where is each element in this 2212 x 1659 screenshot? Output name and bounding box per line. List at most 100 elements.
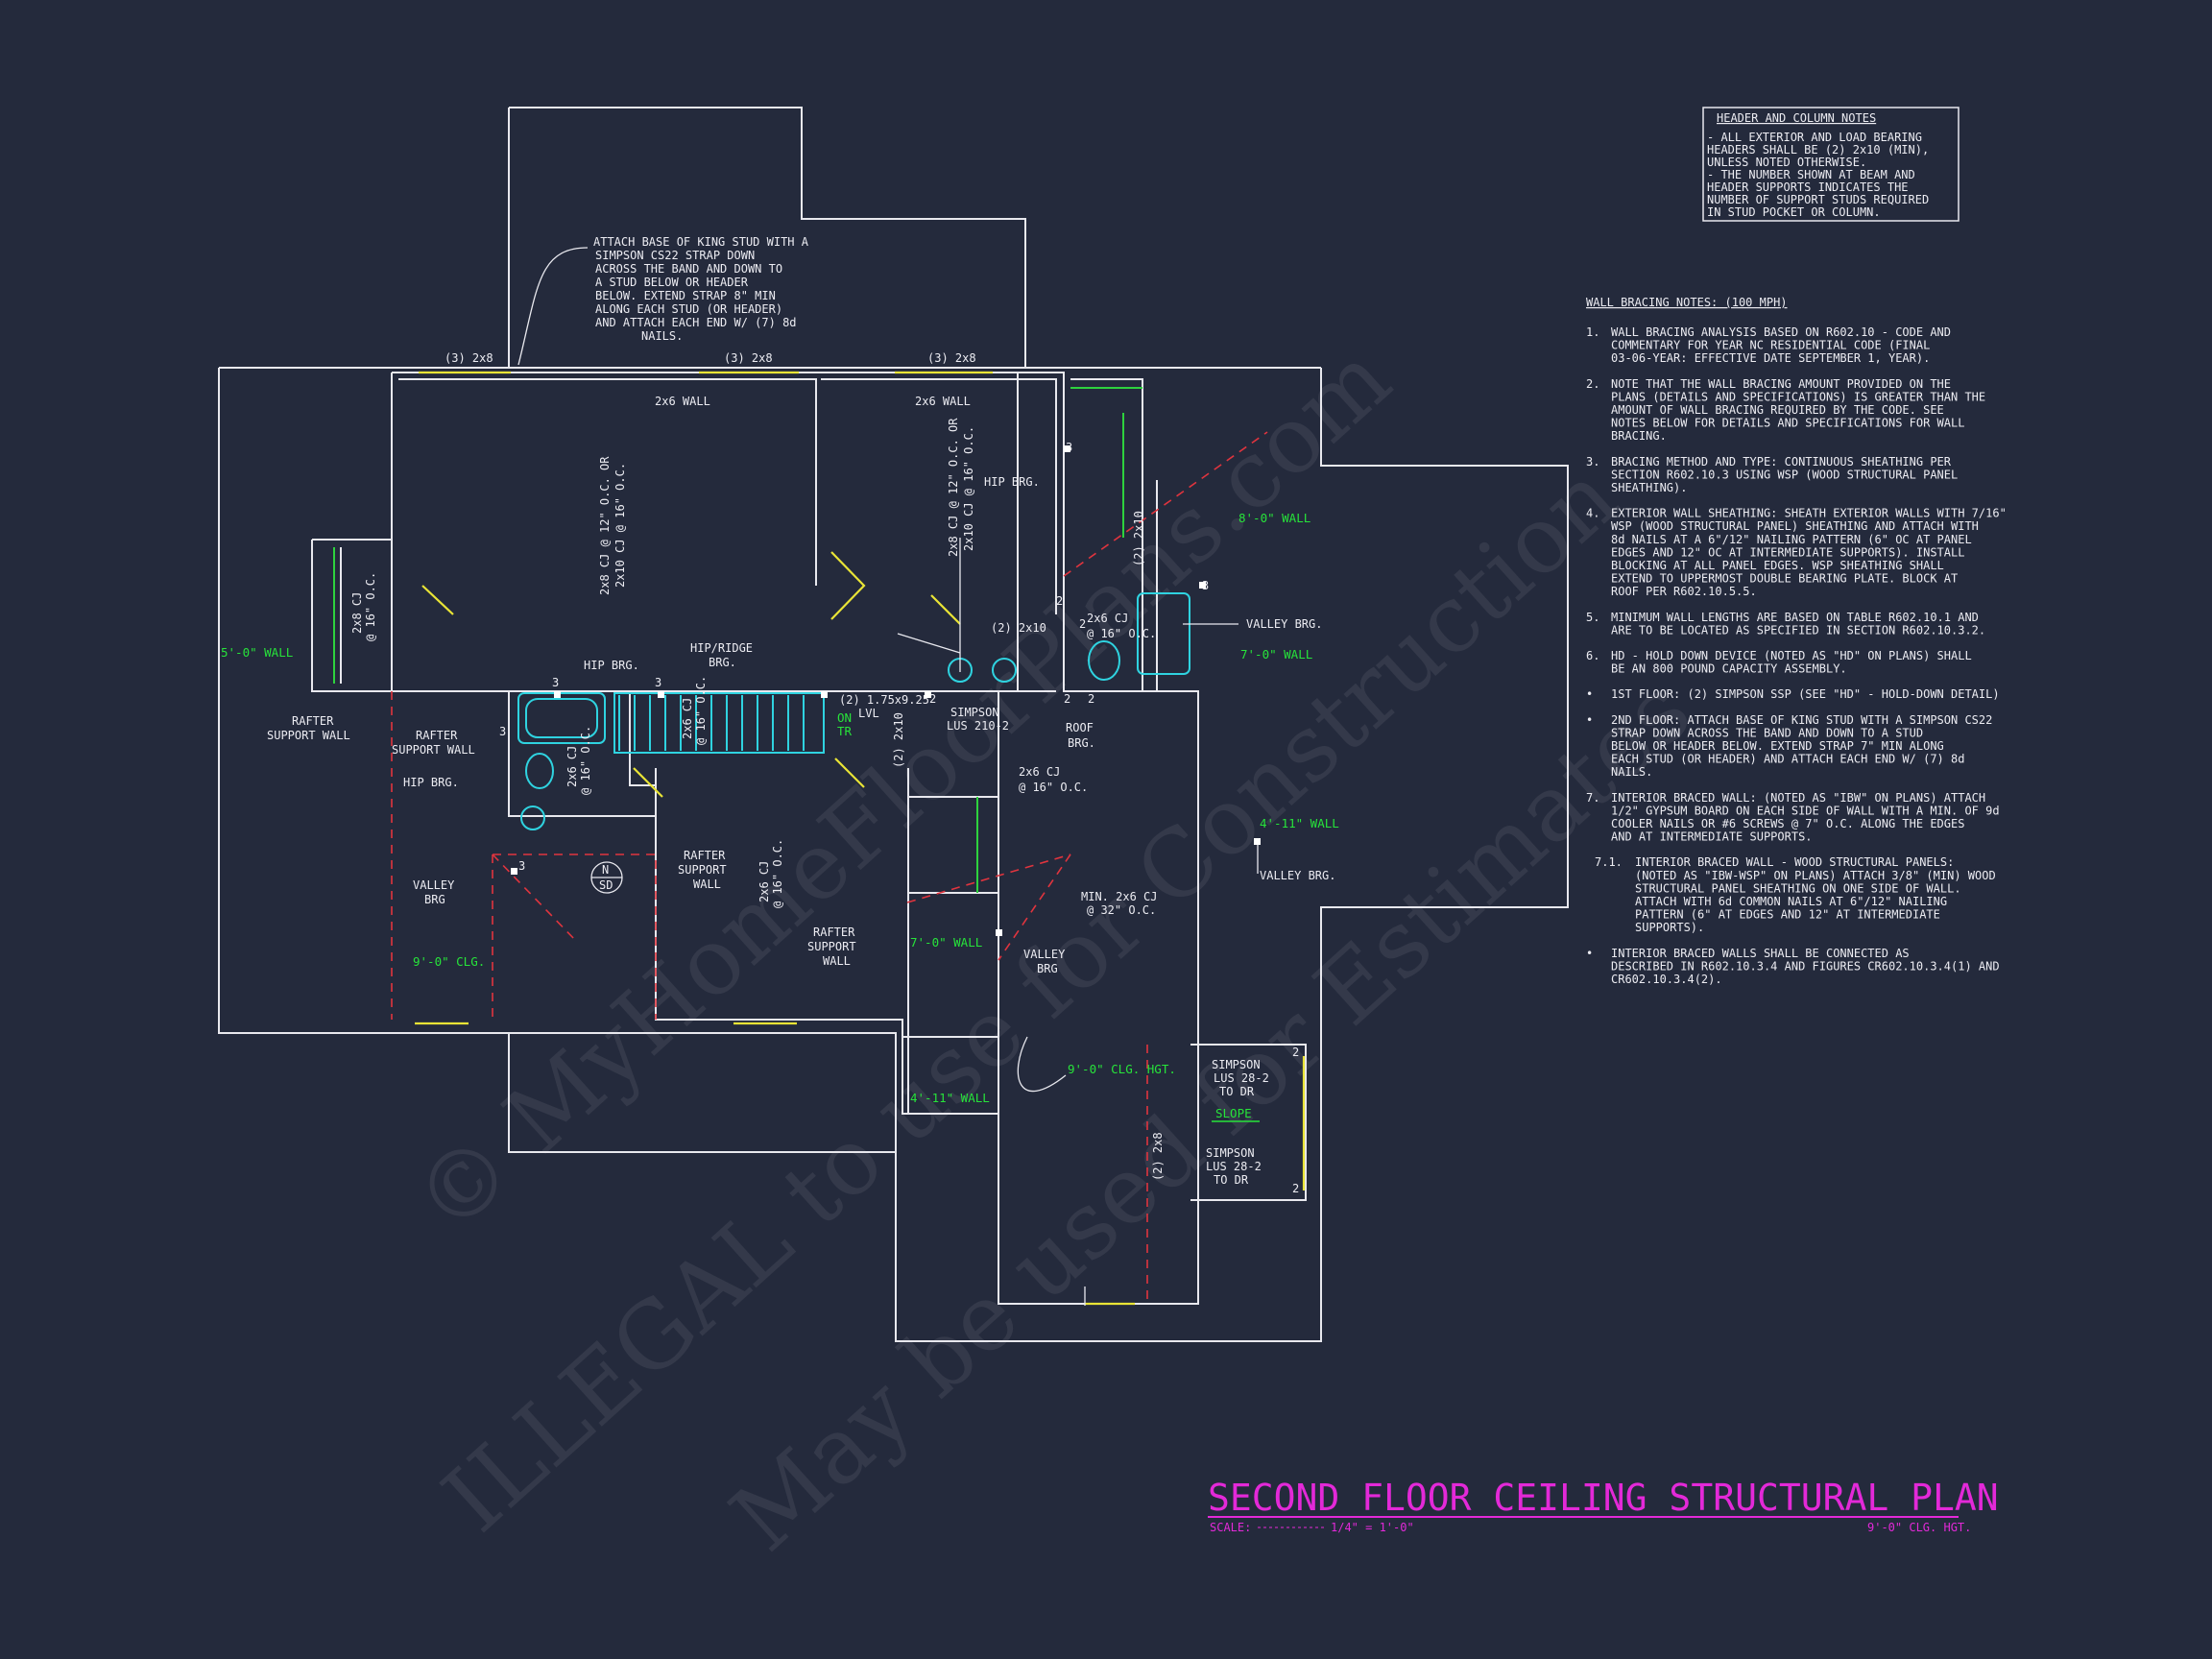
king-stud-note-line-7: AND ATTACH EACH END W/ (7) 8d xyxy=(595,316,797,329)
bracing-note-number: 6. xyxy=(1586,649,1599,662)
stud-count-2f: 2 xyxy=(1056,594,1063,608)
rafter-low-line-2: SUPPORT xyxy=(678,863,727,877)
hip-brg-label-2: HIP BRG. xyxy=(584,659,639,672)
on-label-1: ON xyxy=(837,710,852,725)
bracing-note-line: SHEATHING). xyxy=(1611,481,1687,494)
cj-hall-line-1: 2x6 CJ xyxy=(1019,765,1060,779)
roof-brg-line-2: BRG. xyxy=(1068,736,1095,750)
stud-count-2a: 2 xyxy=(929,692,936,706)
simpson-a-line-3: TO DR xyxy=(1219,1085,1255,1098)
stud-count-2b: 2 xyxy=(1064,692,1070,706)
on-label-2: TR xyxy=(837,724,853,738)
ceiling-height-note: 9'-0" CLG. HGT. xyxy=(1867,1521,1971,1534)
lvl-line-1: (2) 1.75x9.25 xyxy=(839,693,929,707)
bay-right xyxy=(1190,1044,1307,1201)
closet-shelves xyxy=(333,387,1142,893)
header-notes-title: HEADER AND COLUMN NOTES xyxy=(1717,111,1876,125)
rafter-mid-line-2: SUPPORT WALL xyxy=(392,743,475,757)
closet-2-walls xyxy=(1070,378,1143,691)
bracing-note-line: ATTACH WITH 6d COMMON NAILS AT 6"/12" NA… xyxy=(1635,895,1947,908)
king-stud-note-line-4: A STUD BELOW OR HEADER xyxy=(595,276,749,289)
bracing-note-line: WALL BRACING ANALYSIS BASED ON R602.10 -… xyxy=(1611,325,1951,339)
bracing-note-line: BLOCKING AT ALL PANEL EDGES. WSP SHEATHI… xyxy=(1611,559,1944,572)
beam-2x10-vertical-2: (2) 2x10 xyxy=(892,712,905,768)
cj-right-line-1: 2x8 CJ @ 12" O.C. OR xyxy=(947,418,960,557)
scale-value: 1/4" = 1'-0" xyxy=(1331,1521,1414,1534)
rafter-sm-line-3: WALL xyxy=(823,954,851,968)
cj-bath-line-1: 2x6 CJ xyxy=(565,746,579,787)
stud-count-3f: 3 xyxy=(499,725,506,738)
bracing-note-line: CR602.10.3.4(2). xyxy=(1611,973,1722,986)
bracing-note-line: BRACING. xyxy=(1611,429,1667,443)
king-stud-note-line-2: SIMPSON CS22 STRAP DOWN xyxy=(595,249,755,262)
column-marker-5 xyxy=(996,929,1002,936)
clg-height-9: 9'-0" CLG. xyxy=(413,954,485,969)
min-cj-line-2: @ 32" O.C. xyxy=(1087,903,1156,917)
hip-brg-label-1: HIP BRG. xyxy=(984,475,1040,489)
bracing-note-line: EDGES AND 12" OC AT INTERMEDIATE SUPPORT… xyxy=(1611,545,1964,559)
wall-height-8: 8'-0" WALL xyxy=(1238,511,1310,525)
roof-outline-right xyxy=(1020,368,1569,1342)
fixtures xyxy=(517,592,1190,830)
stair-outline xyxy=(613,692,825,754)
bracing-note-line: INTERIOR BRACED WALL: (NOTED AS "IBW" ON… xyxy=(1611,791,1985,805)
hip-brg-label-3: HIP BRG. xyxy=(403,776,459,789)
bracing-note-number: 1. xyxy=(1586,325,1599,339)
column-marker-3 xyxy=(511,868,517,875)
rafter-low-line-1: RAFTER xyxy=(684,849,726,862)
bathtub-1-inner xyxy=(525,698,598,738)
bedroom-1-walls xyxy=(398,378,817,586)
wall-height-4a: 4'-11" WALL xyxy=(1260,816,1339,830)
clg-height-9-hgt: 9'-0" CLG. HGT. xyxy=(1068,1062,1176,1076)
column-marker-4 xyxy=(1254,838,1261,845)
bracing-note-line: BE AN 800 POUND CAPACITY ASSEMBLY. xyxy=(1611,662,1847,676)
cj-closet-line-2: @ 16" O.C. xyxy=(1087,627,1156,640)
slope-label: SLOPE xyxy=(1215,1106,1252,1120)
scale-label: SCALE: xyxy=(1210,1521,1251,1534)
wall-height-7b: 7'-0" WALL xyxy=(910,935,982,950)
bracing-note-line: 1/2" GYPSUM BOARD ON EACH SIDE OF WALL W… xyxy=(1611,804,2000,817)
rafter-left-line-1: RAFTER xyxy=(292,714,334,728)
beam-2x10-label: (2) 2x10 xyxy=(991,621,1046,635)
header-notes-line-6: NUMBER OF SUPPORT STUDS REQUIRED xyxy=(1707,193,1929,206)
bracing-note-line: PATTERN (6" AT EDGES AND 12" AT INTERMED… xyxy=(1635,908,1940,922)
lvl-line-2: LVL xyxy=(858,707,879,720)
bracing-note-line: BRACING METHOD AND TYPE: CONTINUOUS SHEA… xyxy=(1611,455,1952,469)
hip-line-4 xyxy=(1063,431,1268,577)
header-notes-line-4: - THE NUMBER SHOWN AT BEAM AND xyxy=(1707,168,1915,181)
bracing-note-number: 4. xyxy=(1586,507,1599,520)
leader-clg xyxy=(1017,1036,1067,1093)
bracing-note-line: 03-06-YEAR: EFFECTIVE DATE SEPTEMBER 1, … xyxy=(1611,351,1930,365)
leader-king-stud xyxy=(517,247,589,366)
stair-treads xyxy=(618,695,805,751)
roof-lines xyxy=(391,431,1268,1304)
header-notes: HEADER AND COLUMN NOTES - ALL EXTERIOR A… xyxy=(1702,107,1960,222)
bracing-note-line: 1ST FLOOR: (2) SIMPSON SSP (SEE "HD" - H… xyxy=(1611,687,2000,701)
wall-label-2x6-a: 2x6 WALL xyxy=(655,395,710,408)
stud-count-2d: 2 xyxy=(1292,1046,1299,1059)
valley-left-line-2: BRG xyxy=(424,893,445,906)
cj-right-line-2: 2x10 CJ @ 16" O.C. xyxy=(962,426,975,551)
bracing-note-number: • xyxy=(1586,947,1593,960)
bracing-note-line: BELOW OR HEADER BELOW. EXTEND STRAP 7" M… xyxy=(1611,739,1944,753)
toilet-1 xyxy=(525,753,554,789)
bracing-note-number: 5. xyxy=(1586,611,1599,624)
cj-lower-line-2: @ 16" O.C. xyxy=(771,839,784,908)
bracing-note-line: STRAP DOWN ACROSS THE BAND AND DOWN TO A… xyxy=(1611,726,1923,739)
stud-count-2c: 2 xyxy=(1088,692,1094,706)
column-marker-2 xyxy=(1199,582,1206,589)
plan-outline xyxy=(218,107,1569,1342)
north-arrow-n: N xyxy=(602,863,609,877)
bracing-notes-title: WALL BRACING NOTES: (100 MPH) xyxy=(1586,296,1788,309)
bracing-note-line: AMOUNT OF WALL BRACING REQUIRED BY THE C… xyxy=(1611,403,1944,417)
bracing-note-line: SECTION R602.10.3 USING WSP (WOOD STRUCT… xyxy=(1611,468,1958,481)
bracing-note-line: DESCRIBED IN R602.10.3.4 AND FIGURES CR6… xyxy=(1611,959,2000,973)
stair xyxy=(613,692,825,754)
stud-count-3a: 3 xyxy=(552,676,559,689)
king-stud-note-line-8: NAILS. xyxy=(641,329,683,343)
wall-label-2x6-b: 2x6 WALL xyxy=(915,395,971,408)
headers xyxy=(415,371,1306,1306)
bracing-note-line: SUPPORTS). xyxy=(1635,921,1704,934)
cj-small-line-2: @ 16" O.C. xyxy=(364,572,377,641)
bracing-note-line: NAILS. xyxy=(1611,765,1652,779)
